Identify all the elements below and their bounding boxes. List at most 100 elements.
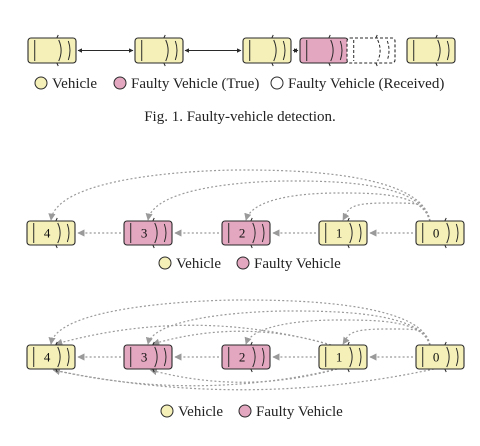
legend-faulty-swatch: [236, 256, 250, 270]
vehicle-3: 3: [123, 217, 173, 249]
car-mirror: [435, 62, 438, 67]
car-mirror: [250, 244, 253, 249]
car-windshield: [154, 346, 158, 368]
fig1-car: [27, 34, 77, 67]
car-windshield: [58, 39, 62, 62]
car-mirror: [444, 244, 447, 249]
car-body: [123, 344, 173, 370]
car-body: [27, 37, 77, 64]
car-mirror: [152, 217, 155, 222]
legend-faulty-received-label: Faulty Vehicle (Received): [288, 76, 444, 92]
car-hood: [174, 40, 178, 61]
legend-faulty-true-swatch: [113, 76, 127, 90]
fig1-car: [242, 34, 292, 67]
car-mirror: [328, 34, 331, 39]
diagram-a-arcs: [48, 169, 431, 237]
car-hood: [261, 347, 265, 367]
car-body: [318, 344, 368, 370]
car-number-label: 1: [336, 350, 343, 365]
car-number-label: 4: [44, 350, 51, 365]
car-windshield: [165, 39, 169, 62]
car-body: [415, 344, 465, 370]
vehicle-2: 2: [221, 217, 271, 249]
car-number-label: 4: [44, 226, 51, 241]
car-hood: [163, 347, 167, 367]
car-hood: [261, 223, 265, 243]
car-windshield: [330, 39, 334, 62]
car-hood: [66, 347, 70, 367]
fig1-caption: Fig. 1. Faulty-vehicle detection.: [144, 109, 336, 125]
car-mirror: [347, 368, 350, 373]
fig1-car: [134, 34, 184, 67]
car-mirror: [163, 62, 166, 67]
car-number-label: 3: [141, 350, 148, 365]
car-mirror: [55, 244, 58, 249]
car-windshield: [349, 222, 353, 244]
legend-vehicle-swatch: [158, 256, 172, 270]
car-windshield: [446, 346, 450, 368]
vehicle-4: 4: [26, 217, 76, 249]
car-windshield: [273, 39, 277, 62]
car-windshield: [154, 222, 158, 244]
car-number-label: 0: [433, 350, 440, 365]
vehicle-1: 1: [318, 341, 368, 373]
diagram-b-arcs: [48, 299, 435, 391]
car-mirror: [55, 217, 58, 222]
car-hood: [67, 40, 71, 61]
fig1-car: [346, 34, 396, 67]
vehicle-0: 0: [415, 341, 465, 373]
diagram-a-legend: Vehicle Faulty Vehicle: [158, 256, 341, 272]
legend-faulty-label: Faulty Vehicle: [254, 256, 341, 272]
vehicle-3: 3: [123, 341, 173, 373]
backward-arc: [52, 367, 435, 391]
car-mirror: [152, 244, 155, 249]
backward-arc: [52, 367, 338, 387]
car-body: [221, 220, 271, 246]
car-mirror: [328, 62, 331, 67]
car-mirror: [152, 368, 155, 373]
forward-arc: [48, 299, 431, 346]
car-mirror: [347, 341, 350, 346]
forward-arc: [244, 319, 431, 346]
car-windshield: [437, 39, 441, 62]
car-mirror: [444, 217, 447, 222]
car-hood: [358, 223, 362, 243]
fig1-cars: [27, 34, 456, 67]
car-mirror: [347, 217, 350, 222]
legend-vehicle-swatch: [34, 76, 48, 90]
car-mirror: [55, 341, 58, 346]
forward-arc: [152, 330, 332, 346]
car-hood: [455, 347, 459, 367]
forward-arc: [145, 180, 431, 222]
car-body: [26, 344, 76, 370]
car-hood: [66, 223, 70, 243]
legend-faulty-true-label: Faulty Vehicle (True): [131, 76, 259, 92]
car-body: [415, 220, 465, 246]
legend-vehicle-label: Vehicle: [176, 256, 221, 272]
legend-faulty-swatch: [238, 404, 252, 418]
car-windshield: [57, 222, 61, 244]
fig1-legend: Vehicle Faulty Vehicle (True) Faulty Veh…: [34, 76, 444, 92]
car-mirror: [56, 62, 59, 67]
car-mirror: [435, 34, 438, 39]
car-mirror: [444, 341, 447, 346]
forward-arc: [55, 324, 332, 346]
car-body: [242, 37, 292, 64]
car-hood: [455, 223, 459, 243]
forward-arc: [342, 328, 431, 346]
car-windshield: [57, 346, 61, 368]
backward-arc: [149, 368, 338, 383]
vehicle-1: 1: [318, 217, 368, 249]
car-mirror: [271, 62, 274, 67]
car-mirror: [375, 62, 378, 67]
car-body: [318, 220, 368, 246]
car-mirror: [271, 34, 274, 39]
legend-faulty-received-swatch: [270, 76, 284, 90]
legend-vehicle-swatch: [160, 404, 174, 418]
legend-vehicle-label: Vehicle: [52, 76, 97, 92]
fig1-diagram: [27, 34, 456, 67]
